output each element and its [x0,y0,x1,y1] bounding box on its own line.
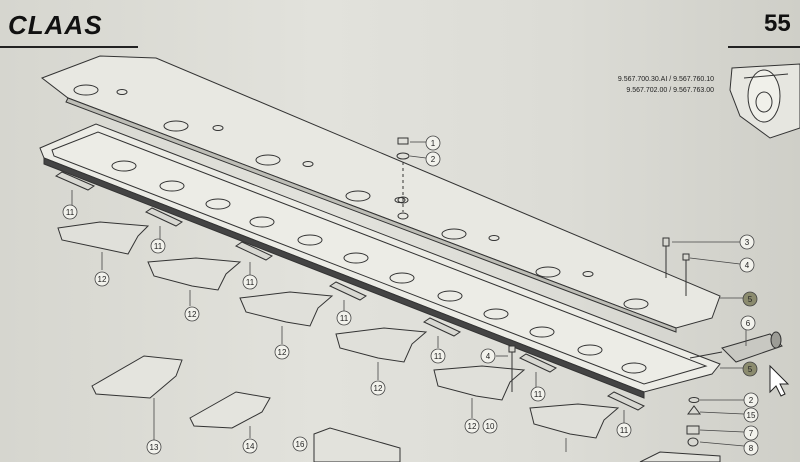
svg-text:4: 4 [745,261,750,270]
callout-6 [740,315,756,331]
svg-text:11: 11 [66,208,75,217]
leader-lines [71,141,747,452]
callout-12-c [274,344,290,360]
part-number-line-2: 9.567.702.00 / 9.567.763.00 [626,87,714,94]
callout-2 [425,151,441,167]
callout-12-e [464,418,480,434]
callout-12-d [370,380,386,396]
svg-text:11: 11 [434,352,443,361]
svg-text:14: 14 [246,442,255,451]
svg-text:12: 12 [374,384,383,393]
loose-plates [91,355,271,429]
callout-8 [743,440,759,456]
detail-inset [729,63,800,139]
svg-text:5: 5 [748,365,753,374]
cylinder-part [689,331,783,363]
callout-11-e [430,348,446,364]
svg-text:2: 2 [431,155,436,164]
svg-text:10: 10 [486,422,495,431]
callout-11-a [62,204,78,220]
callout-3 [739,234,755,250]
svg-text:11: 11 [154,242,163,251]
svg-text:12: 12 [188,310,197,319]
plate-14 [189,391,271,429]
mouse-cursor-icon [769,364,790,397]
plate-13 [91,355,183,399]
top-plate [40,55,721,333]
callout-14 [242,438,258,454]
header-rule-right [728,46,800,48]
callout-1 [425,135,441,151]
callout-13 [146,439,162,455]
header-rule-left [0,46,138,48]
callout-16 [292,436,308,452]
callout-4-middle [480,348,496,364]
part-number-block: 9.567.700.30.AI / 9.567.760.10 9.567.702… [574,74,714,96]
svg-text:11: 11 [340,314,349,323]
callout-11-f [530,386,546,402]
svg-text:2: 2 [749,396,754,405]
callout-5-bottom [742,361,758,377]
svg-text:12: 12 [468,422,477,431]
svg-text:12: 12 [98,275,107,284]
svg-text:15: 15 [747,411,756,420]
brand-logo-text: CLAAS [8,10,103,38]
page-number: 55 [764,10,791,37]
callout-7 [743,425,759,441]
knife-guards [57,221,620,439]
svg-text:11: 11 [534,390,543,399]
part-16-partial [313,427,721,462]
svg-text:11: 11 [246,278,255,287]
svg-text:11: 11 [620,426,629,435]
svg-text:6: 6 [746,319,751,328]
svg-text:12: 12 [278,348,287,357]
svg-text:5: 5 [748,295,753,304]
callout-4-right [739,257,755,273]
small-hardware [686,397,701,447]
callout-5-top [742,291,758,307]
svg-text:4: 4 [486,352,491,361]
claas-logo: CLAAS [8,10,103,38]
callout-15 [743,407,759,423]
callout-2-hardware [743,392,759,408]
callout-11-c [242,274,258,290]
callout-11-b [150,238,166,254]
part-number-line-1: 9.567.700.30.AI / 9.567.760.10 [617,76,714,83]
lower-frame [39,123,721,399]
callout-11-d [336,310,352,326]
svg-text:13: 13 [150,443,159,452]
callout-12-b [184,306,200,322]
callout-11-g [616,422,632,438]
svg-text:1: 1 [431,139,436,148]
svg-text:8: 8 [749,444,754,453]
svg-text:16: 16 [296,440,305,449]
svg-text:3: 3 [745,238,750,247]
callout-labels [62,135,759,456]
callout-numbers: 1 2 3 4 5 6 5 2 15 7 8 4 10 11 11 11 11 … [66,139,756,453]
callout-12-a [94,271,110,287]
clamp-bars [54,171,646,411]
svg-text:7: 7 [749,429,754,438]
callout-10 [482,418,498,434]
bolt-stack [396,137,690,392]
